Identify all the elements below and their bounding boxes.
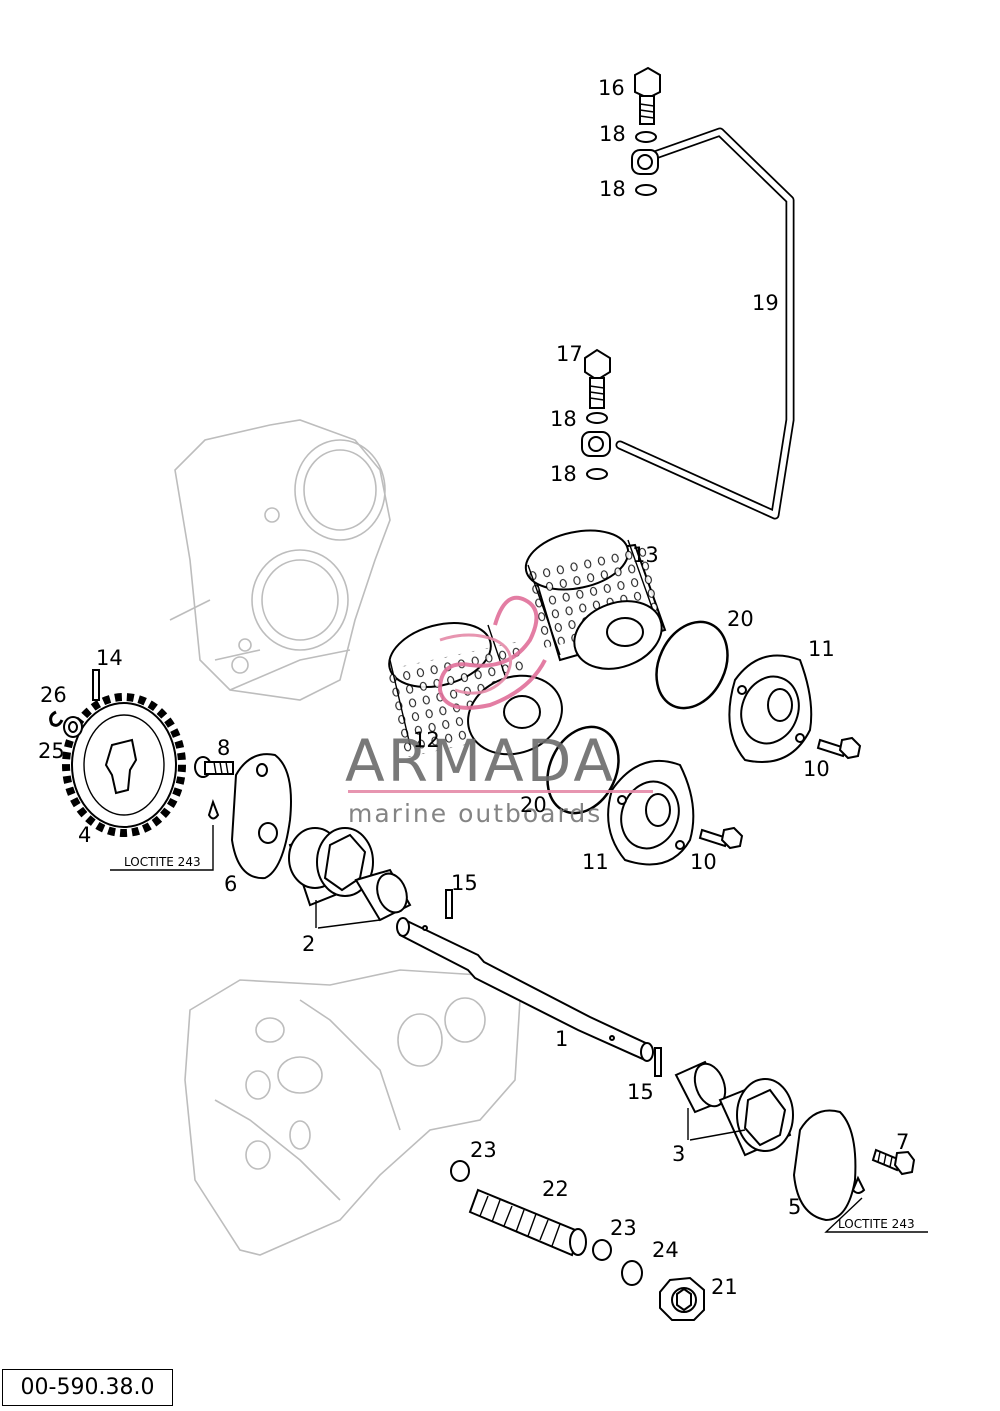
loctite-drop-left xyxy=(207,798,220,820)
leader-part-3 xyxy=(687,1108,746,1141)
loctite-note-right: LOCTITE 243 xyxy=(838,1217,915,1231)
oil-filter-upper xyxy=(522,529,667,670)
oil-filter-lower xyxy=(387,622,563,758)
plug-o-ring xyxy=(621,1260,643,1286)
filter-o-ring-lower xyxy=(546,725,620,815)
oil-pipe xyxy=(615,127,795,520)
watermark-tagline: marine outboards xyxy=(348,799,602,828)
callout-10a: 10 xyxy=(803,757,830,781)
pump-cover-screw-right xyxy=(871,1148,916,1176)
callout-1: 1 xyxy=(555,1027,568,1051)
copper-washer xyxy=(586,468,608,480)
callout-18a: 18 xyxy=(599,122,626,146)
gear-dowel-pin xyxy=(92,669,100,701)
callout-16: 16 xyxy=(598,76,625,100)
callout-15a: 15 xyxy=(451,871,478,895)
copper-washer xyxy=(635,184,657,196)
oil-strainer xyxy=(468,1188,587,1257)
strainer-o-ring-right xyxy=(592,1239,612,1261)
callout-23b: 23 xyxy=(610,1216,637,1240)
callout-12: 12 xyxy=(413,728,440,752)
callout-19: 19 xyxy=(752,291,779,315)
callout-15b: 15 xyxy=(627,1080,654,1104)
loctite-leader-right xyxy=(824,1197,928,1233)
callout-18d: 18 xyxy=(550,462,577,486)
callout-3: 3 xyxy=(672,1142,685,1166)
filter-cover-upper xyxy=(728,654,813,763)
callout-25: 25 xyxy=(38,739,65,763)
callout-14: 14 xyxy=(96,646,123,670)
callout-labels: 1 2 3 4 5 6 7 8 10 10 11 11 12 13 14 15 … xyxy=(38,76,909,1299)
loctite-note-left: LOCTITE 243 xyxy=(124,855,201,869)
copper-washer xyxy=(586,412,608,424)
callout-18b: 18 xyxy=(599,177,626,201)
oil-pump-rotor-outer-right xyxy=(718,1078,794,1157)
watermark-divider xyxy=(348,790,653,793)
banjo-fitting-top xyxy=(631,149,659,175)
callout-20a: 20 xyxy=(727,607,754,631)
engine-case-upper-outline xyxy=(169,419,391,701)
watermark: ARMADA marine outboards xyxy=(345,595,653,828)
callout-22: 22 xyxy=(542,1177,569,1201)
callout-6: 6 xyxy=(224,872,237,896)
shaft-pin-lower xyxy=(654,1047,662,1077)
oil-pump-gear xyxy=(62,693,186,837)
cover-screw-upper xyxy=(816,736,862,760)
callout-20b: 20 xyxy=(520,793,547,817)
drain-plug xyxy=(659,1276,705,1321)
callout-24: 24 xyxy=(652,1238,679,1262)
callout-11a: 11 xyxy=(808,637,835,661)
oil-pump-rotor-inner-left xyxy=(354,868,412,922)
pump-cover-right xyxy=(792,1109,857,1222)
loctite-leader-left xyxy=(110,825,214,871)
loctite-drop-right xyxy=(851,1175,866,1194)
callout-10b: 10 xyxy=(690,850,717,874)
cover-screw-lower xyxy=(698,826,744,850)
callout-2: 2 xyxy=(302,932,315,956)
callout-17: 17 xyxy=(556,342,583,366)
copper-washer xyxy=(635,131,657,143)
banjo-bolt-bottom xyxy=(584,348,611,409)
callout-13: 13 xyxy=(632,543,659,567)
oil-pump-rotor-outer-left xyxy=(288,827,374,907)
leader-part-2 xyxy=(315,900,381,929)
watermark-brand: ARMADA xyxy=(345,727,616,795)
callout-18c: 18 xyxy=(550,407,577,431)
oil-pump-shaft xyxy=(396,917,654,1062)
shaft-pin-upper xyxy=(445,889,453,919)
diagram-code: 00-590.38.0 xyxy=(2,1369,173,1406)
filter-o-ring-upper xyxy=(655,620,729,710)
callout-26: 26 xyxy=(40,683,67,707)
callout-11b: 11 xyxy=(582,850,609,874)
pump-cover-left xyxy=(230,753,292,880)
callout-5: 5 xyxy=(788,1195,801,1219)
engine-case-lower-outline xyxy=(184,969,521,1256)
gear-washer-hole xyxy=(68,721,78,733)
banjo-bolt-top xyxy=(634,66,661,125)
circlip xyxy=(49,710,64,727)
banjo-fitting-bottom xyxy=(581,431,611,457)
callout-4: 4 xyxy=(78,823,91,847)
pump-cover-screw-left xyxy=(194,756,234,778)
strainer-o-ring-left xyxy=(450,1160,470,1182)
filter-cover-lower xyxy=(607,759,695,866)
callout-21: 21 xyxy=(711,1275,738,1299)
callout-8: 8 xyxy=(217,736,230,760)
oil-pump-rotor-inner-right xyxy=(674,1060,727,1114)
callout-7: 7 xyxy=(896,1130,909,1154)
callout-23a: 23 xyxy=(470,1138,497,1162)
